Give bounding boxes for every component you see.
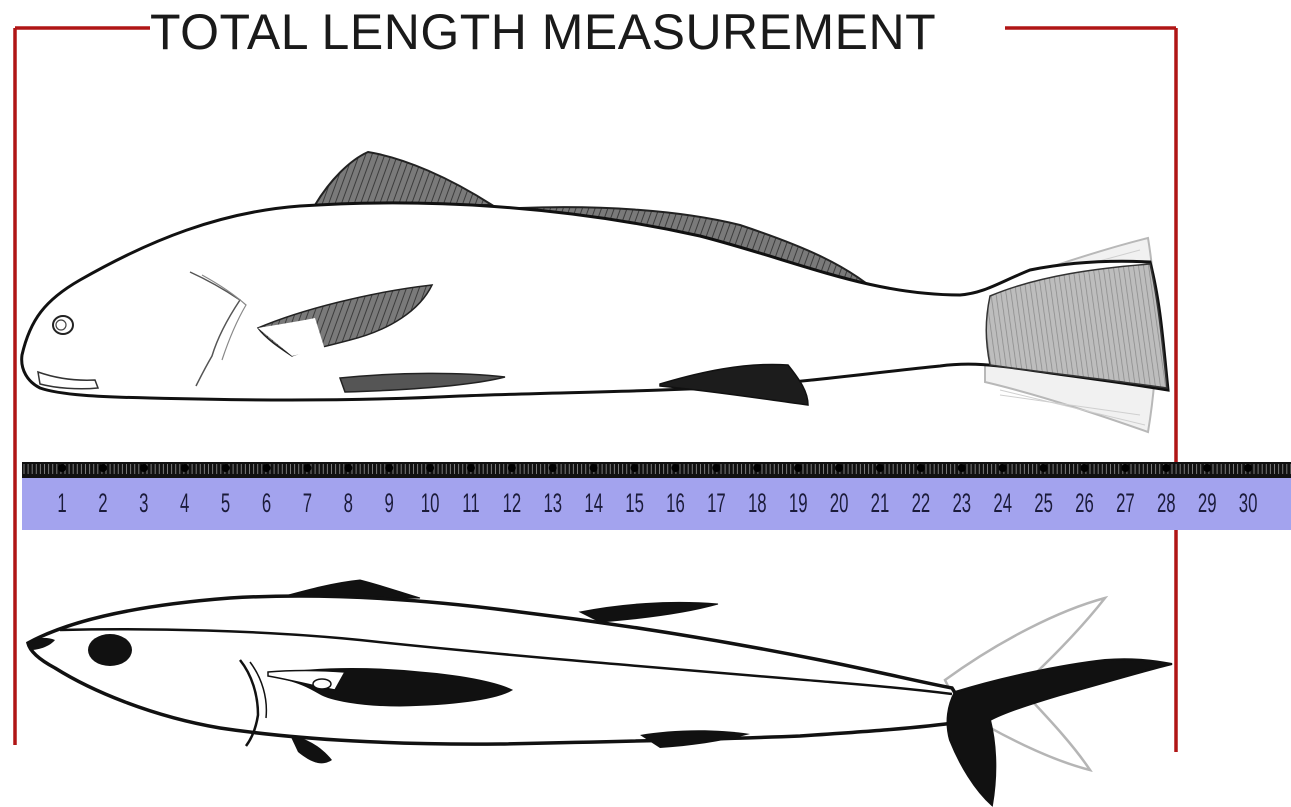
ruler-number-label: 12 bbox=[503, 488, 522, 518]
ruler-number-label: 22 bbox=[912, 488, 931, 518]
tuna-eye bbox=[88, 634, 132, 666]
ruler-number-label: 2 bbox=[98, 488, 107, 518]
ruler-number-label: 16 bbox=[666, 488, 685, 518]
tuna-second-dorsal-fin bbox=[580, 602, 718, 622]
ruler-number-label: 18 bbox=[748, 488, 767, 518]
ruler-number-label: 27 bbox=[1116, 488, 1135, 518]
tuna-body bbox=[28, 596, 961, 744]
ruler-major-tick bbox=[753, 464, 761, 472]
ruler-major-tick bbox=[794, 464, 802, 472]
ruler-major-tick bbox=[467, 464, 475, 472]
ruler-major-tick bbox=[263, 464, 271, 472]
ruler-number-label: 20 bbox=[830, 488, 849, 518]
ruler-major-tick bbox=[303, 464, 311, 472]
ruler-major-tick bbox=[835, 464, 843, 472]
ruler-number-label: 15 bbox=[625, 488, 644, 518]
ruler-major-tick bbox=[917, 464, 925, 472]
ruler-number-label: 13 bbox=[543, 488, 562, 518]
ruler-major-tick bbox=[1040, 464, 1048, 472]
ruler-number-label: 19 bbox=[789, 488, 808, 518]
ruler-major-tick bbox=[672, 464, 680, 472]
ruler-major-tick bbox=[712, 464, 720, 472]
ruler-major-tick bbox=[1162, 464, 1170, 472]
ruler-number-label: 5 bbox=[221, 488, 230, 518]
ruler-major-tick bbox=[1081, 464, 1089, 472]
ruler-major-tick bbox=[140, 464, 148, 472]
ruler-number-label: 4 bbox=[180, 488, 189, 518]
ruler-major-tick bbox=[549, 464, 557, 472]
ruler-number-label: 7 bbox=[303, 488, 312, 518]
ruler-number-label: 6 bbox=[262, 488, 271, 518]
ruler-major-tick bbox=[958, 464, 966, 472]
ruler-number-label: 1 bbox=[57, 488, 66, 518]
ruler-band bbox=[22, 478, 1291, 530]
ruler-major-tick bbox=[344, 464, 352, 472]
ruler-major-tick bbox=[426, 464, 434, 472]
ruler-major-tick bbox=[222, 464, 230, 472]
ruler-number-label: 25 bbox=[1034, 488, 1053, 518]
ruler-number-label: 3 bbox=[139, 488, 148, 518]
ruler-number-label: 28 bbox=[1157, 488, 1176, 518]
ruler-number-label: 21 bbox=[871, 488, 890, 518]
ruler-major-tick bbox=[590, 464, 598, 472]
ruler-major-tick bbox=[1203, 464, 1211, 472]
ruler-major-tick bbox=[99, 464, 107, 472]
ruler-major-tick bbox=[385, 464, 393, 472]
tuna-fish bbox=[28, 580, 1172, 805]
ruler-number-label: 26 bbox=[1075, 488, 1094, 518]
ruler-number-label: 14 bbox=[584, 488, 603, 518]
ruler-major-tick bbox=[876, 464, 884, 472]
ruler-major-tick bbox=[181, 464, 189, 472]
ruler-number-label: 11 bbox=[462, 488, 479, 518]
ruler-major-tick bbox=[631, 464, 639, 472]
drum-first-dorsal-fin bbox=[315, 152, 492, 205]
ruler-number-label: 30 bbox=[1239, 488, 1258, 518]
ruler-major-tick bbox=[58, 464, 66, 472]
ruler-major-tick bbox=[1244, 464, 1252, 472]
ruler-major-tick bbox=[508, 464, 516, 472]
ruler-number-label: 9 bbox=[385, 488, 394, 518]
page-title: TOTAL LENGTH MEASUREMENT bbox=[150, 2, 1010, 62]
ruler-number-label: 8 bbox=[344, 488, 353, 518]
ruler-number-label: 24 bbox=[993, 488, 1012, 518]
ruler-number-label: 23 bbox=[952, 488, 971, 518]
ruler-number-label: 10 bbox=[421, 488, 440, 518]
drum-fish bbox=[22, 152, 1168, 432]
ruler-number-label: 29 bbox=[1198, 488, 1217, 518]
ruler-major-tick bbox=[999, 464, 1007, 472]
ruler-major-tick bbox=[1121, 464, 1129, 472]
ruler-number-label: 17 bbox=[707, 488, 726, 518]
